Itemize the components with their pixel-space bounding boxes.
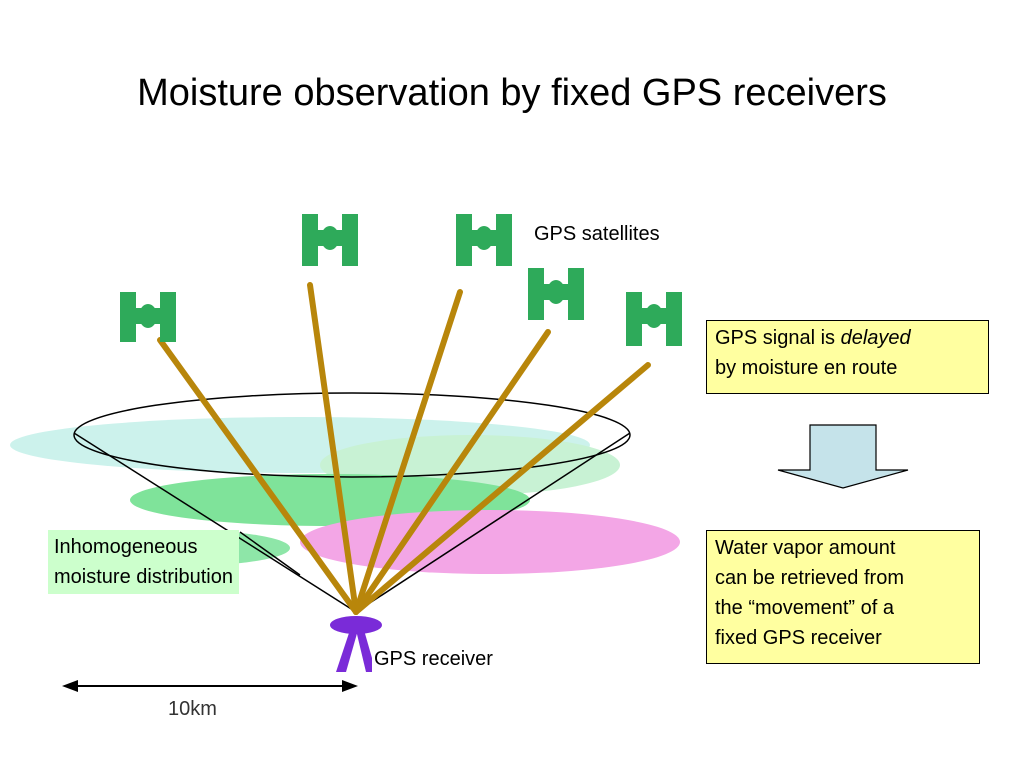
signal-delay-line2: by moisture en route [715, 357, 898, 379]
scale-arrow [62, 680, 358, 692]
signal-path-1 [157, 337, 359, 615]
view-cone-left-edge [73, 432, 357, 613]
signal-path-5 [353, 362, 651, 615]
signal-path-3 [353, 289, 463, 615]
signal-delay-prefix: GPS signal is [715, 327, 841, 349]
gps-satellites [120, 214, 682, 346]
moisture-label-line2: moisture distribution [54, 566, 233, 588]
water-vapor-line3: the “movement” of a [715, 597, 894, 619]
water-vapor-line2: can be retrieved from [715, 567, 904, 589]
satellite-icon [528, 268, 584, 320]
signal-delay-emphasis: delayed [840, 327, 911, 349]
water-vapor-line1: Water vapor amount [715, 537, 896, 559]
view-cone-right-edge [355, 432, 631, 613]
view-cone-rim [73, 392, 631, 478]
moisture-distribution-label: Inhomogeneous moisture distribution [48, 530, 239, 594]
gps-receiver-icon [330, 616, 382, 672]
signal-path-4 [353, 329, 551, 615]
signal-path-2 [307, 282, 359, 615]
moisture-pointer-line [239, 531, 301, 576]
scale-label: 10km [168, 698, 217, 720]
water-vapor-line4: fixed GPS receiver [715, 627, 882, 649]
satellite-icon [626, 292, 682, 346]
moisture-cloud-pink [300, 510, 680, 574]
water-vapor-box: Water vapor amount can be retrieved from… [706, 530, 980, 664]
receiver-label: GPS receiver [372, 646, 495, 672]
satellites-label: GPS satellites [534, 223, 660, 245]
moisture-label-line1: Inhomogeneous [54, 536, 198, 558]
signal-delay-line1: GPS signal is delayed [715, 323, 980, 353]
page-title: Moisture observation by fixed GPS receiv… [137, 72, 887, 114]
signal-paths [157, 282, 651, 615]
satellite-icon [456, 214, 512, 266]
satellite-icon [302, 214, 358, 266]
signal-delay-box: GPS signal is delayed by moisture en rou… [706, 320, 989, 394]
satellite-icon [120, 292, 176, 342]
down-arrow-icon [777, 424, 909, 489]
